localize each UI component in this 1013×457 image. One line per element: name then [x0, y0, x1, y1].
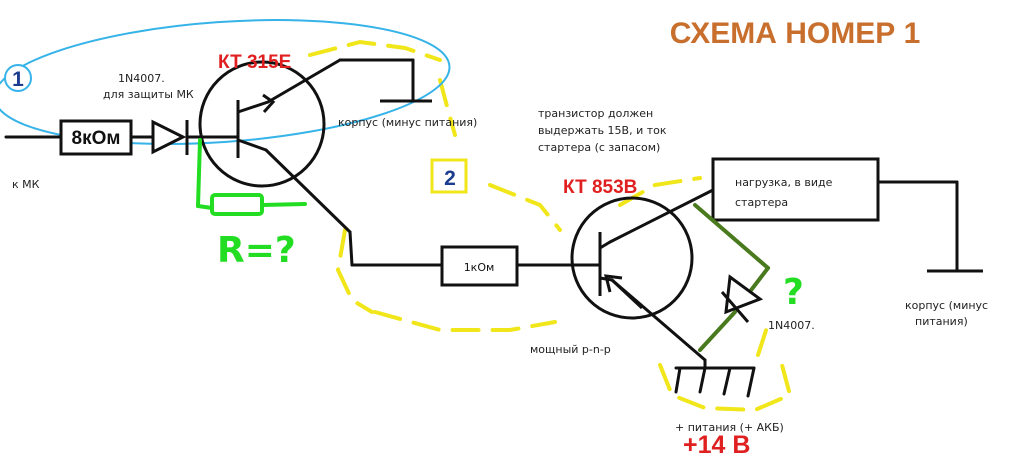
resistor-question: R=?: [217, 230, 296, 271]
diode1-model: 1N4007.: [118, 72, 165, 85]
ground2-label-line-2: питания): [915, 315, 968, 328]
diode-2: [720, 274, 764, 323]
added-resistor-r: [196, 138, 307, 216]
transistor-t2: [570, 196, 694, 320]
t1-name: КТ 315Е: [218, 52, 291, 73]
diode1-purpose: для защиты МК: [103, 88, 194, 101]
resistor-8k: 8кОм: [59, 119, 133, 156]
diode-1: [151, 119, 189, 155]
svg-text:2: 2: [444, 167, 456, 190]
section-1-ellipse: [0, 19, 451, 145]
input-label: к МК: [12, 178, 40, 191]
diode2-model: 1N4007.: [768, 319, 815, 332]
t2-type-label: мощный p-n-p: [530, 343, 611, 356]
ground2-label-line-1: корпус (минус: [905, 299, 988, 312]
transistor-t1: [198, 60, 326, 188]
supply-label: + питания (+ АКБ): [675, 421, 784, 434]
resistor-8k-label: 8кОм: [72, 128, 121, 149]
t2-note-line-1: транзистор должен: [538, 107, 653, 120]
resistor-1k: 1кОм: [440, 245, 519, 287]
t2-note-line-2: выдержать 15В, и ток: [538, 124, 667, 137]
diagram-title: СХЕМА НОМЕР 1: [670, 17, 921, 50]
load-label-line-1: нагрузка, в виде: [735, 176, 833, 189]
resistor-1k-label: 1кОм: [464, 261, 495, 274]
supply-terminal-symbol: [674, 366, 756, 398]
diode-question: ?: [783, 272, 804, 313]
load-box: нагрузка, в виде стартера: [711, 157, 880, 222]
t2-note-line-3: стартера (с запасом): [538, 141, 660, 154]
svg-text:1: 1: [12, 68, 24, 91]
highlight-path-yellow: [308, 39, 793, 413]
marker-2: 2: [430, 158, 468, 194]
wires: [4, 58, 959, 370]
supply-voltage: +14 В: [683, 431, 750, 457]
t1-ground-label: корпус (минус питания): [338, 116, 477, 129]
t2-name: КТ 853В: [563, 177, 637, 198]
load-label-line-2: стартера: [735, 196, 788, 209]
marker-1: 1: [4, 64, 32, 92]
